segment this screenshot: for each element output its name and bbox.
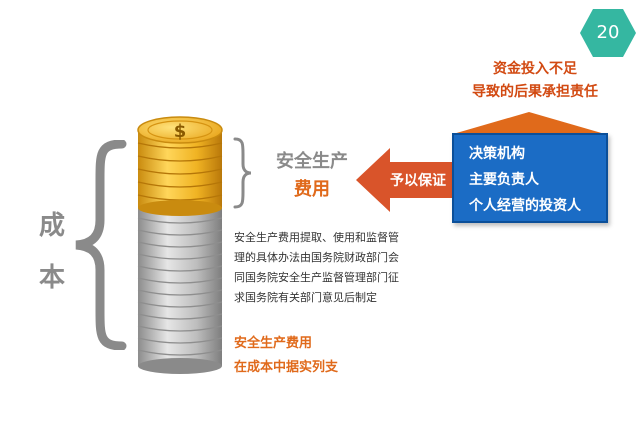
fee-title: 安全生产 费用: [262, 148, 362, 204]
cost-source-line-1: 安全生产费用: [234, 336, 313, 351]
funding-note: 资金投入不足 导致的后果承担责任: [440, 58, 630, 104]
rule-text-line: 同国务院安全生产监督管理部门征: [234, 271, 399, 284]
responsible-party: 主要负责人: [469, 172, 539, 188]
small-brace-icon: [233, 137, 252, 209]
cost-label: 成 本: [32, 200, 72, 304]
rule-text-line: 求国务院有关部门意见后制定: [234, 291, 377, 304]
cost-source-line-2: 在成本中据实列支: [234, 360, 339, 375]
cost-label-char-1: 成: [38, 211, 65, 241]
rule-text-line: 安全生产费用提取、使用和监督管: [234, 231, 399, 244]
silver-coins: [137, 206, 223, 374]
rule-text-line: 理的具体办法由国务院财政部门会: [234, 251, 399, 264]
rule-text: 安全生产费用提取、使用和监督管 理的具体办法由国务院财政部门会 同国务院安全生产…: [234, 228, 424, 308]
responsible-party: 决策机构: [469, 146, 525, 162]
left-arrow-icon: [356, 148, 456, 212]
gold-coins: [137, 116, 223, 216]
funding-note-line-2: 导致的后果承担责任: [472, 84, 598, 100]
funding-note-line-1: 资金投入不足: [493, 61, 577, 77]
coin-stack-icon: $: [137, 116, 223, 374]
fee-title-line-1: 安全生产: [276, 151, 348, 172]
dollar-sign-icon: $: [174, 121, 187, 142]
up-arrow-icon: [453, 112, 605, 134]
fee-title-line-2: 费用: [294, 179, 330, 200]
responsible-party: 个人经营的投资人: [469, 198, 581, 214]
page-number-badge: 20: [579, 8, 637, 58]
guarantee-arrow: 予以保证: [356, 148, 456, 216]
cost-source: 安全生产费用 在成本中据实列支: [234, 332, 384, 380]
curly-brace-icon: [75, 140, 127, 350]
cost-label-char-2: 本: [38, 263, 65, 293]
guarantee-arrow-label: 予以保证: [390, 173, 446, 189]
page-number: 20: [596, 22, 620, 43]
responsible-parties-box: 决策机构 主要负责人 个人经营的投资人: [452, 133, 608, 223]
hexagon-icon: [580, 9, 636, 57]
